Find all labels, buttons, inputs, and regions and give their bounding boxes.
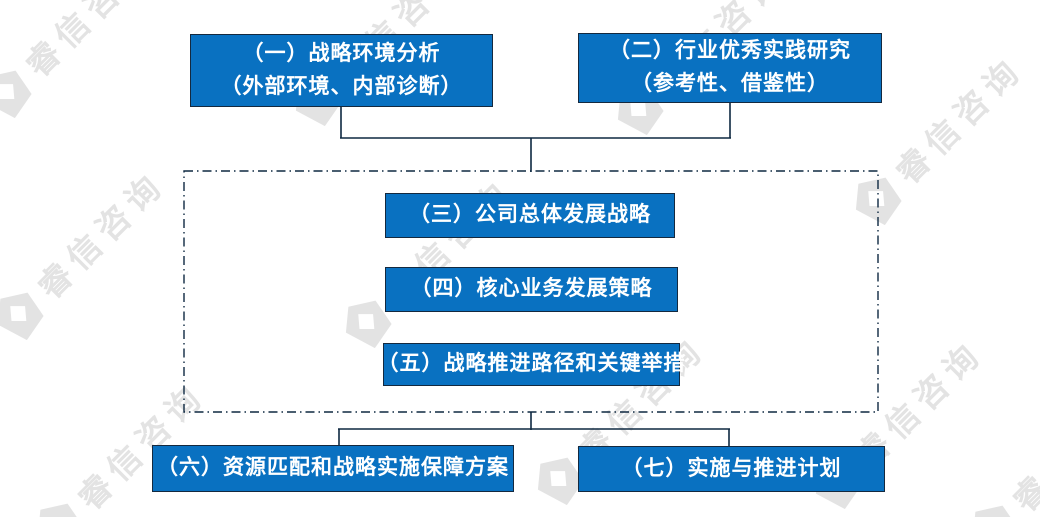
- flow-box-industry-best-practice: （二）行业优秀实践研究 （参考性、借鉴性）: [578, 33, 882, 103]
- flow-box-overall-development-strategy: （三）公司总体发展战略: [385, 193, 675, 238]
- flow-box-label: （五）战略推进路径和关键举措: [377, 352, 686, 376]
- flow-box-resource-matching-safeguard: （六）资源匹配和战略实施保障方案: [152, 445, 514, 492]
- flow-box-label: （四）核心业务发展策略: [410, 277, 653, 301]
- flow-box-implementation-plan: （七）实施与推进计划: [578, 446, 885, 492]
- dashed-group-border: [183, 170, 879, 413]
- flow-box-label: （七）实施与推进计划: [621, 456, 842, 480]
- flow-box-strategy-path-key-measures: （五）战略推进路径和关键举措: [378, 343, 685, 386]
- flow-box-label: （一）战略环境分析 （外部环境、内部诊断）: [220, 41, 463, 98]
- flow-box-label: （三）公司总体发展战略: [409, 203, 651, 227]
- flow-box-core-business-strategy: （四）核心业务发展策略: [385, 267, 678, 312]
- flow-box-strategy-environment-analysis: （一）战略环境分析 （外部环境、内部诊断）: [190, 34, 493, 107]
- flow-box-label: （二）行业优秀实践研究 （参考性、借鉴性）: [609, 39, 851, 95]
- flow-box-label: （六）资源匹配和战略实施保障方案: [157, 456, 509, 480]
